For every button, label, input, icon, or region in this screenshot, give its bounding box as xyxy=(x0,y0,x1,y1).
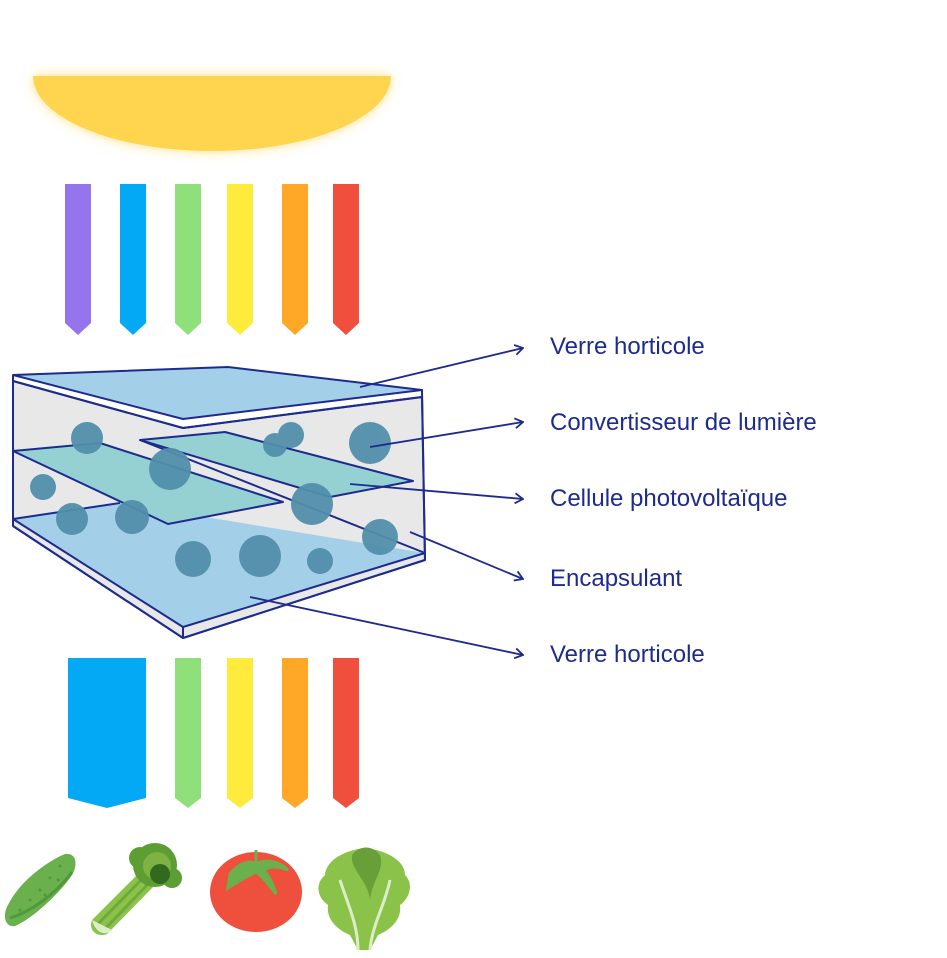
yellow-transmitted-bar xyxy=(227,658,253,808)
celery-icon xyxy=(91,843,182,936)
label-top-glass: Verre horticole xyxy=(550,333,705,360)
blue-light-bar xyxy=(120,184,146,335)
label-light-converter: Convertisseur de lumière xyxy=(550,409,817,436)
orange-light-bar xyxy=(282,184,308,335)
red-light-bar xyxy=(333,184,359,335)
pv-cell-left xyxy=(12,442,284,525)
label-pv-cell: Cellule photovoltaïque xyxy=(550,485,788,512)
pv-cell-right xyxy=(139,431,414,498)
blue-transmitted-bar xyxy=(68,658,146,808)
arrow-light-converter xyxy=(369,422,523,448)
orange-transmitted-bar xyxy=(282,658,308,808)
green-transmitted-bar xyxy=(175,658,201,808)
light-converter-particles xyxy=(30,422,398,577)
label-encapsulant: Encapsulant xyxy=(550,565,683,592)
lettuce-icon xyxy=(318,847,410,951)
sun-icon xyxy=(33,76,391,151)
incoming-light-spectrum xyxy=(65,184,359,335)
bottom-glass-layer xyxy=(13,503,425,627)
leader-lines xyxy=(249,348,523,655)
arrow-encapsulant xyxy=(409,531,523,579)
arrow-bottom-glass xyxy=(249,596,523,655)
transmitted-light-spectrum xyxy=(68,658,359,808)
arrow-top-glass xyxy=(359,348,523,388)
violet-light-bar xyxy=(65,184,91,335)
green-light-bar xyxy=(175,184,201,335)
label-bottom-glass: Verre horticole xyxy=(550,641,705,668)
panel-stack xyxy=(12,366,426,639)
tomato-icon xyxy=(210,850,302,932)
arrow-pv-cell xyxy=(349,483,523,499)
red-transmitted-bar xyxy=(333,658,359,808)
yellow-light-bar xyxy=(227,184,253,335)
cucumber-icon xyxy=(4,853,76,927)
